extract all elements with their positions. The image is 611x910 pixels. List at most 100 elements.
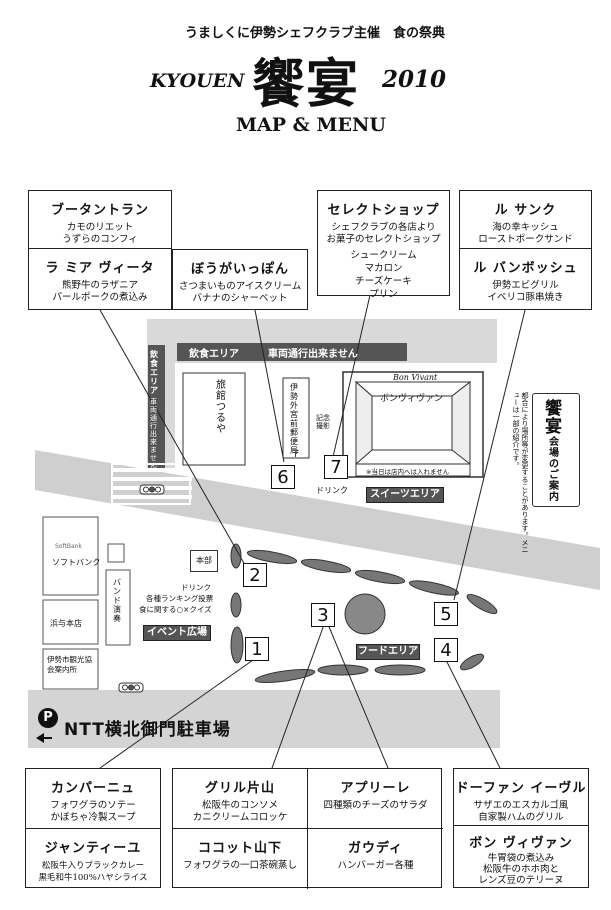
kanko-building xyxy=(42,648,99,690)
ryokan-building xyxy=(182,372,246,466)
cell-jeantieu: ジャンティーユ 松阪牛入りブラックカレー 黒毛和牛100%ハヤシライス xyxy=(26,829,160,889)
cell-gaudi: ガウディ ハンバーガー各種 xyxy=(308,829,443,889)
notice-title-kan: 饗宴 xyxy=(545,399,562,437)
box-bougaippon: ぼうがいっぽん さつまいものアイスクリーム バナナのシャーベット xyxy=(172,249,308,310)
notice-text: 都合により場所等が変更することがあります。メニューは一部の紹介です。 xyxy=(512,392,529,553)
band-label: バンド演奏 xyxy=(113,578,121,623)
dofan-name: ドーファン イーヴル xyxy=(455,781,587,796)
event-subtitle: うましくに伊勢シェフクラブ主催 食の祭典 xyxy=(185,26,446,41)
crosswalk-frame xyxy=(111,463,191,505)
marker-2: 2 xyxy=(243,563,267,587)
parking-label: NTT横北御門駐車場 xyxy=(64,720,231,740)
cell-bougaippon: ぼうがいっぽん さつまいものアイスクリーム バナナのシャーベット xyxy=(173,250,307,309)
cell-boutantrant: ブータントラン カモのリエット うずらのコンフィ xyxy=(29,191,171,249)
drink-event-1: ドリンク xyxy=(181,583,211,592)
lebanbossu-menu-2: イベリコ豚串焼き xyxy=(487,292,564,303)
grillkatayama-name: グリル片山 xyxy=(204,781,275,796)
selectshop-menu-4: マカロン xyxy=(364,263,403,274)
box-center-grid: グリル片山 松阪牛のコンソメ カニクリームコロッケ アプリーレ 四種類のチーズの… xyxy=(172,768,443,889)
drink-event-3: 食に関する○×クイズ xyxy=(139,605,212,614)
tent-row-top xyxy=(246,549,498,615)
selectshop-menu-6: プリン xyxy=(369,289,398,300)
post-mark: 〒 xyxy=(291,450,301,460)
kinen-label: 記念撮影 xyxy=(316,414,330,430)
cell-lebanbossu: ル バンボッシュ 伊勢エビグリル イベリコ豚串焼き xyxy=(460,249,591,311)
cell-lesaink: ル サンク 海の幸キッシュ ローストポークサンド xyxy=(460,191,591,249)
year-label: 2010 xyxy=(382,66,447,93)
no-vehicle-side: 車両通行出来ません xyxy=(150,398,157,470)
boutantrant-menu-1: カモのリエット xyxy=(66,222,134,233)
small-building xyxy=(107,543,125,563)
bottom-road xyxy=(28,690,500,748)
gaudi-menu-1: ハンバーガー各種 xyxy=(337,860,414,871)
bonvivant-note: ※当日は店内へは入れません xyxy=(366,468,450,476)
inshoku-area-top: 飲食エリア xyxy=(185,345,243,360)
campagne-menu-1: フォワグラのソテー xyxy=(50,800,136,811)
post-building xyxy=(282,377,310,459)
selectshop-menu-3: シュークリーム xyxy=(350,250,417,261)
box-campagne-jeantieu: カンパーニュ フォワグラのソテー かぼちゃ冷製スープ ジャンティーユ 松阪牛入り… xyxy=(25,768,161,888)
traffic-light-top xyxy=(139,484,165,495)
cell-lamiavita: ラ ミア ヴィータ 熊野牛のラザニア パールポークの煮込み xyxy=(29,249,171,311)
center-tree xyxy=(344,593,386,635)
post-office-label: 伊勢外宮前郵便局 xyxy=(290,383,298,455)
notice-box: 饗宴 会場のご案内 xyxy=(532,393,580,507)
lebanbossu-menu-1: 伊勢エビグリル xyxy=(492,280,559,291)
kanji-title: 饗宴 xyxy=(252,54,361,115)
map-menu-title: MAP & MENU xyxy=(236,114,386,136)
honbu-label: 本部 xyxy=(190,550,218,572)
jeantieu-menu-2: 黒毛和牛100%ハヤシライス xyxy=(38,873,148,883)
marker-5: 5 xyxy=(434,602,458,626)
box-lesaink-lebanbossu: ル サンク 海の幸キッシュ ローストポークサンド ル バンボッシュ 伊勢エビグリ… xyxy=(459,190,592,310)
jeantieu-menu-1: 松阪牛入りブラックカレー xyxy=(41,861,144,871)
bonvivant-menu-1: 牛胃袋の煮込み xyxy=(487,853,555,864)
selectshop-menu-1: シェフクラブの各店より xyxy=(331,222,436,233)
grillkatayama-menu-2: カニクリームコロッケ xyxy=(192,812,288,823)
apprele-menu-1: 四種類のチーズのサラダ xyxy=(323,800,428,811)
box-boutantrant-lamiavita: ブータントラン カモのリエット うずらのコンフィ ラ ミア ヴィータ 熊野牛のラ… xyxy=(28,190,172,310)
cell-grillkatayama: グリル片山 松阪牛のコンソメ カニクリームコロッケ xyxy=(173,769,308,829)
lamiavita-menu-1: 熊野牛のラザニア xyxy=(61,280,138,291)
box-selectshop: セレクトショップ シェフクラブの各店より お菓子のセレクトショップ シュークリー… xyxy=(317,190,450,300)
sweets-area-label: スイーツエリア xyxy=(366,487,444,503)
no-vehicle-top: 車両通行出来ません xyxy=(268,349,358,360)
bonvivant-menu-3: レンズ豆のテリーヌ xyxy=(478,875,564,886)
cell-selectshop: セレクトショップ シェフクラブの各店より お菓子のセレクトショップ シュークリー… xyxy=(318,191,449,300)
hamayo-label: 浜与本店 xyxy=(50,619,82,628)
hamayo-building xyxy=(42,599,99,645)
drink-event-2: 各種ランキング投票 xyxy=(146,594,214,603)
lamiavita-menu-2: パールポークの煮込み xyxy=(52,292,148,303)
drink-top: ドリンク xyxy=(316,486,348,495)
jeantieu-name: ジャンティーユ xyxy=(44,841,142,856)
cell-cocotte: ココット山下 フォワグラの一口茶碗蒸し xyxy=(173,829,308,889)
tent-row-left xyxy=(230,543,244,664)
marker-4: 4 xyxy=(434,638,458,662)
campagne-menu-2: かぼちゃ冷製スープ xyxy=(50,812,136,823)
traffic-light-bottom xyxy=(118,682,144,693)
softbank-building xyxy=(42,516,99,596)
boutantrant-menu-2: うずらのコンフィ xyxy=(62,234,138,245)
cell-bonvivant: ボン ヴィヴァン 牛胃袋の煮込み 松阪牛のホホ肉と レンズ豆のテリーヌ xyxy=(454,826,588,889)
dofan-menu-2: 自家製ハムのグリル xyxy=(478,812,564,823)
tent-row-bottom xyxy=(254,653,485,683)
campagne-name: カンパーニュ xyxy=(50,781,135,796)
marker-6: 6 xyxy=(271,465,295,489)
dofan-menu-1: サザエのエスカルゴ風 xyxy=(473,800,569,811)
parking-p-icon: P xyxy=(38,708,58,728)
lebanbossu-name: ル バンボッシュ xyxy=(473,261,578,276)
notice-title-rest: 会場のご案内 xyxy=(549,437,559,503)
bougaippon-menu-2: バナナのシャーベット xyxy=(192,293,288,304)
selectshop-menu-5: チーズケーキ xyxy=(355,276,412,287)
food-area-label: フードエリア xyxy=(356,644,420,660)
band-stage xyxy=(105,569,131,646)
cell-dofan: ドーファン イーヴル サザエのエスカルゴ風 自家製ハムのグリル xyxy=(454,769,588,826)
selectshop-name: セレクトショップ xyxy=(327,203,440,218)
ryokan-label: 旅館つるや xyxy=(216,380,226,435)
boutantrant-name: ブータントラン xyxy=(50,203,149,218)
apprele-name: アプリーレ xyxy=(340,781,411,796)
bonvivant-kana: ボンヴィヴァン xyxy=(380,394,444,404)
bottom-road-white xyxy=(28,748,508,756)
lesaink-name: ル サンク xyxy=(494,203,557,218)
cell-campagne: カンパーニュ フォワグラのソテー かぼちゃ冷製スープ xyxy=(26,769,160,829)
